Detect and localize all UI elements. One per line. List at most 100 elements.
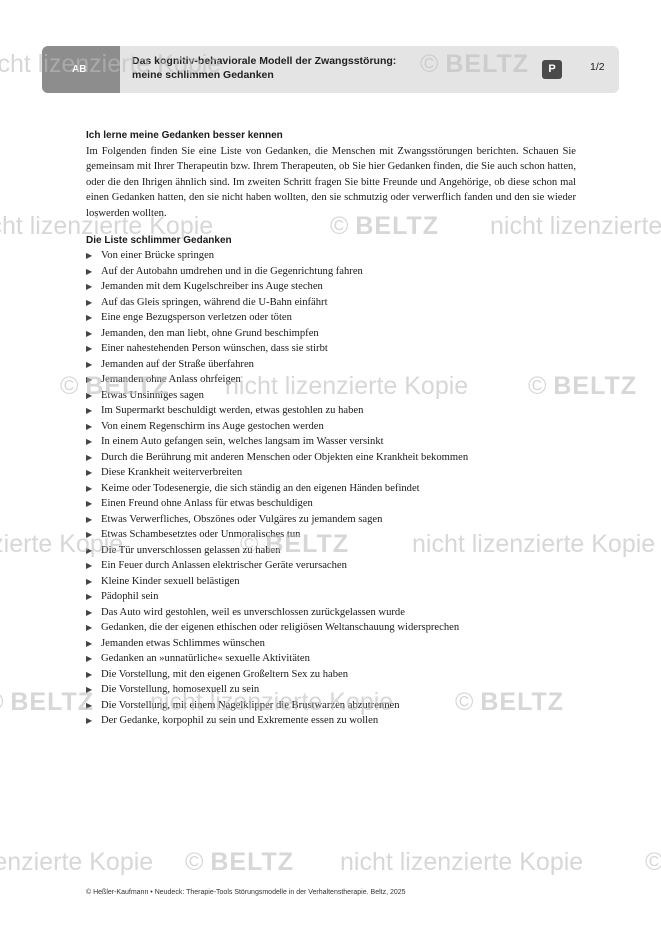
list-heading: Die Liste schlimmer Gedanken [86,234,232,246]
list-item-text: Gedanken, die der eigenen ethischen oder… [101,622,460,634]
ab-tab: AB [42,46,120,93]
list-item: ▶ Das Auto wird gestohlen, weil es unvers… [86,605,576,621]
triangle-bullet-icon: ▶ [86,607,93,617]
list-item: ▶ Jemanden mit dem Kugelschreiber ins Aug… [86,279,576,295]
list-item: ▶ Einen Freund ohne Anlass für etwas besc… [86,496,576,512]
triangle-bullet-icon: ▶ [86,468,93,478]
list-item-text: Jemanden, den man liebt, ohne Grund besc… [101,327,319,339]
watermark: nicht lizenzierte Kopie [340,848,584,876]
header-title: Das kognitiv-behaviorale Modell der Zwan… [132,54,396,82]
triangle-bullet-icon: ▶ [86,313,93,323]
list-item-text: Auf das Gleis springen, während die U-Ba… [101,296,328,308]
list-item: ▶ Ein Feuer durch Anlassen elektrischer G… [86,558,576,574]
list-item: ▶ Einer nahestehenden Person wünschen, da… [86,341,576,357]
list-item-text: Auf der Autobahn umdrehen und in die Geg… [101,265,363,277]
section-heading: Ich lerne meine Gedanken besser kennen [86,130,283,141]
triangle-bullet-icon: ▶ [86,576,93,586]
triangle-bullet-icon: ▶ [86,530,93,540]
triangle-bullet-icon: ▶ [86,700,93,710]
triangle-bullet-icon: ▶ [86,359,93,369]
list-item: ▶Von einem Regenschirm ins Auge gestoche… [86,419,576,435]
list-item-text: Jemanden etwas Schlimmes wünschen [101,637,265,649]
triangle-bullet-icon: ▶ [86,375,93,385]
triangle-bullet-icon: ▶ [86,328,93,338]
list-item-text: Pädophil sein [101,591,159,603]
watermark: nicht lizenzierte Kopie [0,848,154,876]
list-item-text: Ein Feuer durch Anlassen elektrischer Ge… [101,560,347,572]
list-item: ▶ Die Vorstellung, mit den eigenen Großel… [86,667,576,683]
list-item-text: Jemanden mit dem Kugelschreiber ins Auge… [101,281,323,293]
list-item: ▶ Jemanden, den man liebt, ohne Grund bes… [86,326,576,342]
list-item: ▶Etwas Schambesetztes oder Unmoralisches… [86,527,576,543]
list-item-text: Etwas Unsinniges sagen [101,389,204,401]
list-item: ▶ Jemanden ohne Anlass ohrfeigen [86,372,576,388]
list-item: ▶ Etwas Unsinniges sagen [86,388,576,404]
list-item: ▶ Kleine Kinder sexuell belästigen [86,574,576,590]
list-item: ▶ Der Gedanke, korpophil zu sein und Exkr… [86,713,576,729]
triangle-bullet-icon: ▶ [86,545,93,555]
triangle-bullet-icon: ▶ [86,297,93,307]
watermark: © [645,848,661,876]
list-item: ▶ In einem Auto gefangen sein, welches la… [86,434,576,450]
triangle-bullet-icon: ▶ [86,561,93,571]
watermark: © BELTZ [0,688,95,716]
triangle-bullet-icon: ▶ [86,638,93,648]
list-item-text: Die Vorstellung, mit einem Nagelklipper … [101,699,400,711]
list-item-text: Einen Freund ohne Anlass für etwas besch… [101,498,313,510]
triangle-bullet-icon: ▶ [86,452,93,462]
list-item: ▶ Eine enge Bezugsperson verletzen oder t… [86,310,576,326]
list-item-text: Gedanken an »unnatürliche« sexuelle Akti… [101,653,310,665]
list-item: ▶ Auf der Autobahn umdrehen und in die Ge… [86,264,576,280]
list-item: ▶ Jemanden etwas Schlimmes wünschen [86,636,576,652]
patient-badge: P [542,60,562,79]
list-item-text: Der Gedanke, korpophil zu sein und Exkre… [101,715,379,727]
list-item: ▶ Pädophil sein [86,589,576,605]
triangle-bullet-icon: ▶ [86,390,93,400]
triangle-bullet-icon: ▶ [86,483,93,493]
list-item-text: Etwas Verwerfliches, Obszönes oder Vulgä… [101,513,383,525]
list-item: ▶ Auf das Gleis springen, während die U-B… [86,295,576,311]
triangle-bullet-icon: ▶ [86,282,93,292]
triangle-bullet-icon: ▶ [86,406,93,416]
list-item-text: Die Vorstellung, mit den eigenen Großelt… [101,668,349,680]
list-item-text: In einem Auto gefangen sein, welches lan… [101,436,384,448]
page-number: 1/2 [590,61,605,73]
triangle-bullet-icon: ▶ [86,716,93,726]
triangle-bullet-icon: ▶ [86,654,93,664]
list-item-text: Die Tür unverschlossen gelassen zu haben [101,544,281,556]
intro-paragraph: Im Folgenden finden Sie eine Liste von G… [86,145,576,219]
list-item-text: Kleine Kinder sexuell belästigen [101,575,240,587]
list-item: ▶ Die Vorstellung, homosexuell zu sein [86,682,576,698]
list-item-text: Durch die Berührung mit anderen Menschen… [101,451,469,463]
list-item: ▶ Keime oder Todesenergie, die sich ständ… [86,481,576,497]
list-item-text: Eine enge Bezugsperson verletzen oder tö… [101,312,292,324]
list-item-text: Von einer Brücke springen [101,250,215,262]
list-item-text: Die Vorstellung, homosexuell zu sein [101,684,260,696]
triangle-bullet-icon: ▶ [86,592,93,602]
list-item-text: Jemanden ohne Anlass ohrfeigen [101,374,241,386]
list-item-text: Keime oder Todesenergie, die sich ständi… [101,482,420,494]
list-item-text: Im Supermarkt beschuldigt werden, etwas … [101,405,364,417]
triangle-bullet-icon: ▶ [86,266,93,276]
triangle-bullet-icon: ▶ [86,669,93,679]
list-item-text: Das Auto wird gestohlen, weil es unversc… [101,606,405,618]
list-item: ▶ Durch die Berührung mit anderen Mensche… [86,450,576,466]
list-item-text: Diese Krankheit weiterverbreiten [101,467,243,479]
header-title-line2: meine schlimmen Gedanken [132,69,274,81]
list-item: ▶ Gedanken an »unnatürliche« sexuelle Akt… [86,651,576,667]
list-item-text: Einer nahestehenden Person wünschen, das… [101,343,328,355]
watermark: © BELTZ [185,848,295,876]
triangle-bullet-icon: ▶ [86,344,93,354]
list-item: ▶ Diese Krankheit weiterverbreiten [86,465,576,481]
triangle-bullet-icon: ▶ [86,437,93,447]
triangle-bullet-icon: ▶ [86,623,93,633]
triangle-bullet-icon: ▶ [86,499,93,509]
thought-list: ▶Von einer Brücke springen▶Auf der Autob… [86,248,576,729]
triangle-bullet-icon: ▶ [86,685,93,695]
worksheet-header: AB Das kognitiv-behaviorale Modell der Z… [42,46,619,93]
worksheet-body: Ich lerne meine Gedanken besser kennen I… [86,128,576,729]
copyright-footer: © Heßler-Kaufmann • Neudeck: Therapie-To… [86,889,406,896]
list-item: ▶Von einer Brücke springen [86,248,576,264]
list-item: ▶Jemanden auf der Straße überfahren [86,357,576,373]
list-item: ▶ Gedanken, die der eigenen ethischen ode… [86,620,576,636]
